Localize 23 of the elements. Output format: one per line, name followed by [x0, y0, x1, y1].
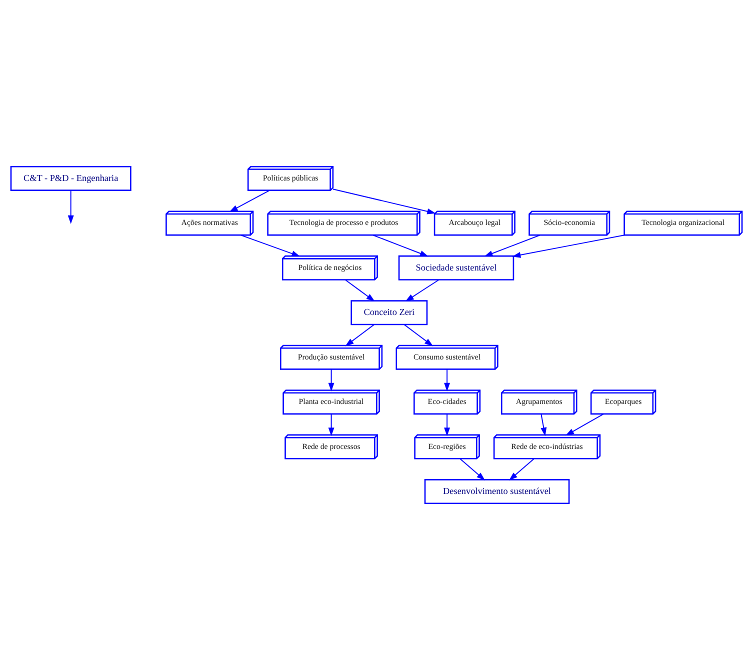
- node-box: Conceito Zeri: [350, 300, 428, 325]
- arrow: [508, 458, 534, 480]
- node-box: C&T - P&D - Engenharia: [10, 165, 132, 190]
- arrow: [68, 190, 74, 224]
- arrow: [405, 278, 440, 302]
- arrow: [328, 413, 334, 436]
- arrow: [372, 234, 429, 256]
- arrow: [484, 234, 540, 256]
- arrow: [444, 413, 450, 436]
- arrow: [345, 278, 375, 302]
- arrow: [404, 324, 434, 346]
- arrow: [565, 413, 604, 436]
- arrow: [328, 368, 334, 391]
- arrow: [512, 234, 625, 258]
- arrow: [460, 458, 486, 480]
- node-box: Desenvolvimento sustentável: [424, 478, 570, 504]
- arrow: [229, 189, 270, 212]
- arrow: [444, 368, 450, 391]
- arrow: [332, 188, 436, 214]
- arrow: [345, 324, 374, 346]
- node-box: Sociedade sustentável: [398, 254, 514, 280]
- arrow: [240, 234, 300, 256]
- arrow: [540, 413, 547, 436]
